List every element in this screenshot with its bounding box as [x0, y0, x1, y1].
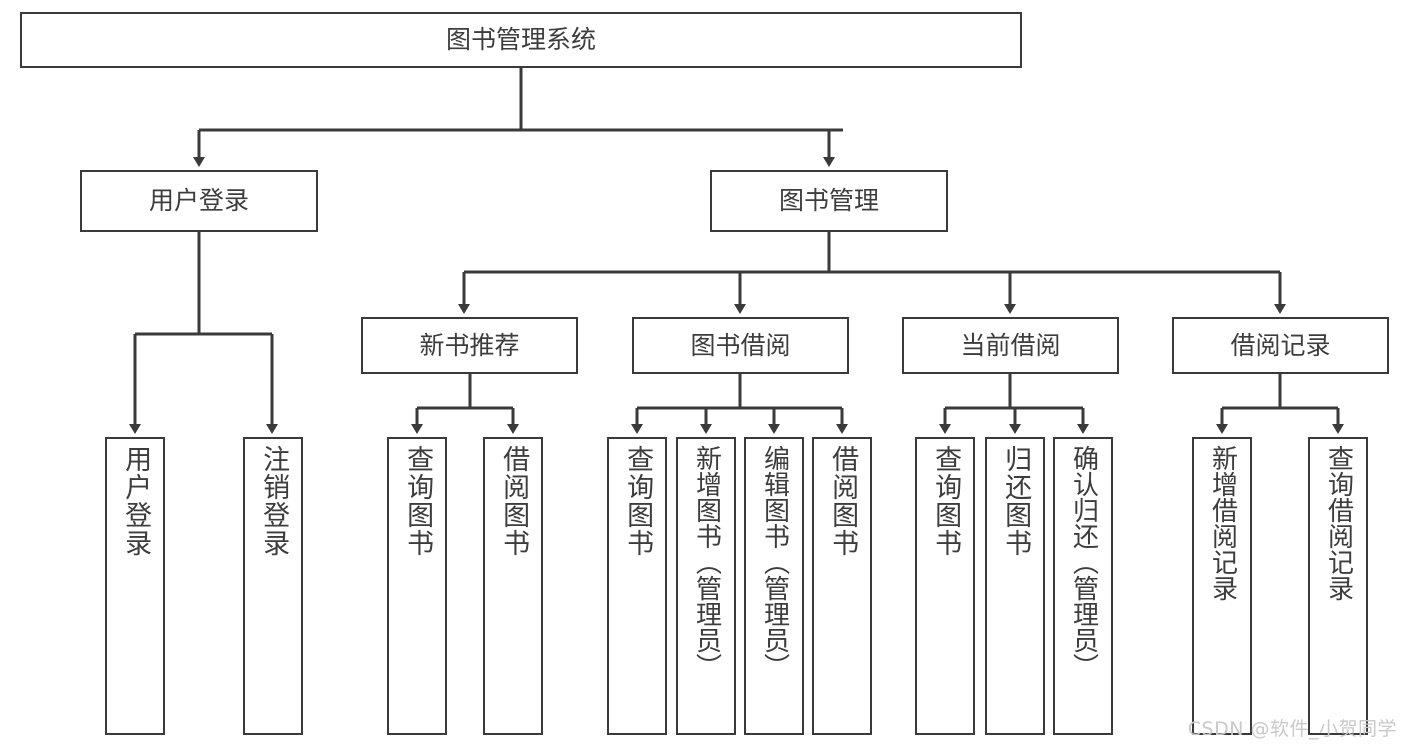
node-leaf-add-record[interactable]: 新增借阅记录	[1192, 437, 1252, 735]
node-borrow-record-label: 借阅记录	[1230, 330, 1331, 360]
node-leaf-confirm-return-label: 确认归还（管理员）	[1068, 445, 1099, 679]
node-user-login[interactable]: 用户登录	[80, 170, 318, 232]
node-leaf-return-book[interactable]: 归还图书	[985, 437, 1045, 735]
node-leaf-edit-book-label: 编辑图书（管理员）	[759, 445, 790, 679]
node-leaf-query-book-1-label: 查询图书	[402, 445, 434, 557]
node-leaf-user-logout-label: 注销登录	[258, 445, 290, 557]
node-leaf-user-login-label: 用户登录	[120, 445, 152, 557]
node-book-borrow[interactable]: 图书借阅	[632, 317, 849, 374]
node-new-book-recommend-label: 新书推荐	[419, 330, 520, 360]
node-current-borrow[interactable]: 当前借阅	[902, 317, 1119, 374]
node-leaf-confirm-return[interactable]: 确认归还（管理员）	[1053, 437, 1113, 735]
node-leaf-query-book-1[interactable]: 查询图书	[387, 437, 447, 735]
node-root[interactable]: 图书管理系统	[20, 12, 1022, 68]
node-leaf-query-record[interactable]: 查询借阅记录	[1308, 437, 1368, 735]
node-leaf-query-book-3[interactable]: 查询图书	[915, 437, 975, 735]
node-leaf-query-book-2[interactable]: 查询图书	[607, 437, 667, 735]
node-leaf-user-logout[interactable]: 注销登录	[243, 437, 303, 735]
node-leaf-user-login[interactable]: 用户登录	[105, 437, 165, 735]
node-leaf-return-book-label: 归还图书	[1000, 445, 1032, 557]
node-root-label: 图书管理系统	[445, 25, 596, 55]
node-leaf-add-record-label: 新增借阅记录	[1207, 445, 1238, 601]
node-leaf-edit-book[interactable]: 编辑图书（管理员）	[744, 437, 804, 735]
node-book-manage-label: 图书管理	[778, 186, 879, 216]
node-leaf-borrow-book-2[interactable]: 借阅图书	[812, 437, 872, 735]
node-leaf-borrow-book-1-label: 借阅图书	[498, 445, 530, 557]
node-book-manage[interactable]: 图书管理	[710, 170, 948, 232]
node-leaf-borrow-book-1[interactable]: 借阅图书	[483, 437, 543, 735]
node-leaf-query-book-3-label: 查询图书	[930, 445, 962, 557]
node-book-borrow-label: 图书借阅	[690, 330, 791, 360]
node-leaf-add-book[interactable]: 新增图书（管理员）	[676, 437, 736, 735]
node-user-login-label: 用户登录	[148, 186, 249, 216]
node-leaf-query-record-label: 查询借阅记录	[1323, 445, 1354, 601]
node-leaf-borrow-book-2-label: 借阅图书	[827, 445, 859, 557]
node-leaf-query-book-2-label: 查询图书	[622, 445, 654, 557]
node-current-borrow-label: 当前借阅	[960, 330, 1061, 360]
node-new-book-recommend[interactable]: 新书推荐	[361, 317, 578, 374]
node-borrow-record[interactable]: 借阅记录	[1172, 317, 1389, 374]
node-leaf-add-book-label: 新增图书（管理员）	[691, 445, 722, 679]
